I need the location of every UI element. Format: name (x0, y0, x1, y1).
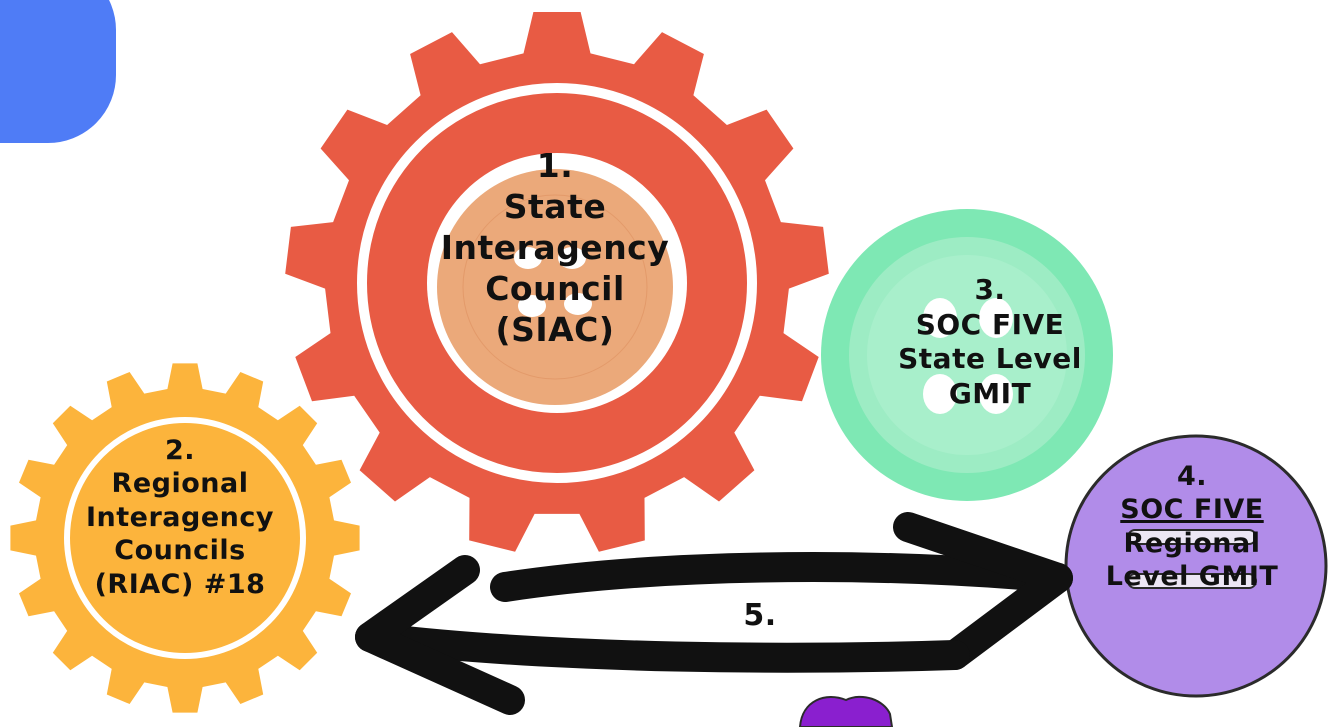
riac-line-3: Councils (114, 535, 246, 567)
siac-gear (285, 12, 829, 552)
riac-line-1: Regional (111, 468, 249, 500)
state-gmit-line-1: SOC FIVE (915, 307, 1065, 341)
regional-gmit-label: 4. SOC FIVE Regional Level GMIT (1072, 460, 1312, 594)
regional-gmit-line-1: SOC FIVE (1120, 494, 1264, 526)
blue-tab-shape (0, 0, 120, 147)
siac-number: 1. (536, 146, 574, 185)
gear-icon (10, 363, 360, 713)
regional-gmit-number: 4. (1176, 461, 1208, 492)
riac-gear (10, 363, 360, 713)
siac-line-3: Council (485, 268, 625, 308)
riac-line-2: Interagency (86, 501, 274, 533)
state-gmit-line-2: State Level (898, 342, 1082, 376)
riac-number: 2. (164, 435, 196, 466)
siac-line-1: State (503, 186, 607, 226)
state-gmit-button (821, 209, 1113, 501)
riac-label: 2. Regional Interagency Councils (RIAC) … (40, 434, 320, 601)
double-arrow-icon (355, 512, 1073, 715)
siac-label: 1. State Interagency Council (SIAC) (400, 146, 710, 351)
character-figure (798, 695, 894, 727)
siac-line-4: (SIAC) (495, 309, 615, 349)
riac-line-4: (RIAC) #18 (94, 568, 266, 600)
siac-line-2: Interagency (440, 227, 670, 267)
regional-gmit-line-3: Level GMIT (1105, 561, 1279, 593)
state-gmit-number: 3. (974, 273, 1006, 306)
connector-label: 5. (743, 598, 777, 633)
regional-gmit-circle (1064, 434, 1328, 698)
state-gmit-line-3: GMIT (948, 377, 1032, 411)
state-gmit-label: 3. SOC FIVE State Level GMIT (855, 273, 1125, 412)
regional-gmit-line-2: Regional (1123, 527, 1261, 559)
